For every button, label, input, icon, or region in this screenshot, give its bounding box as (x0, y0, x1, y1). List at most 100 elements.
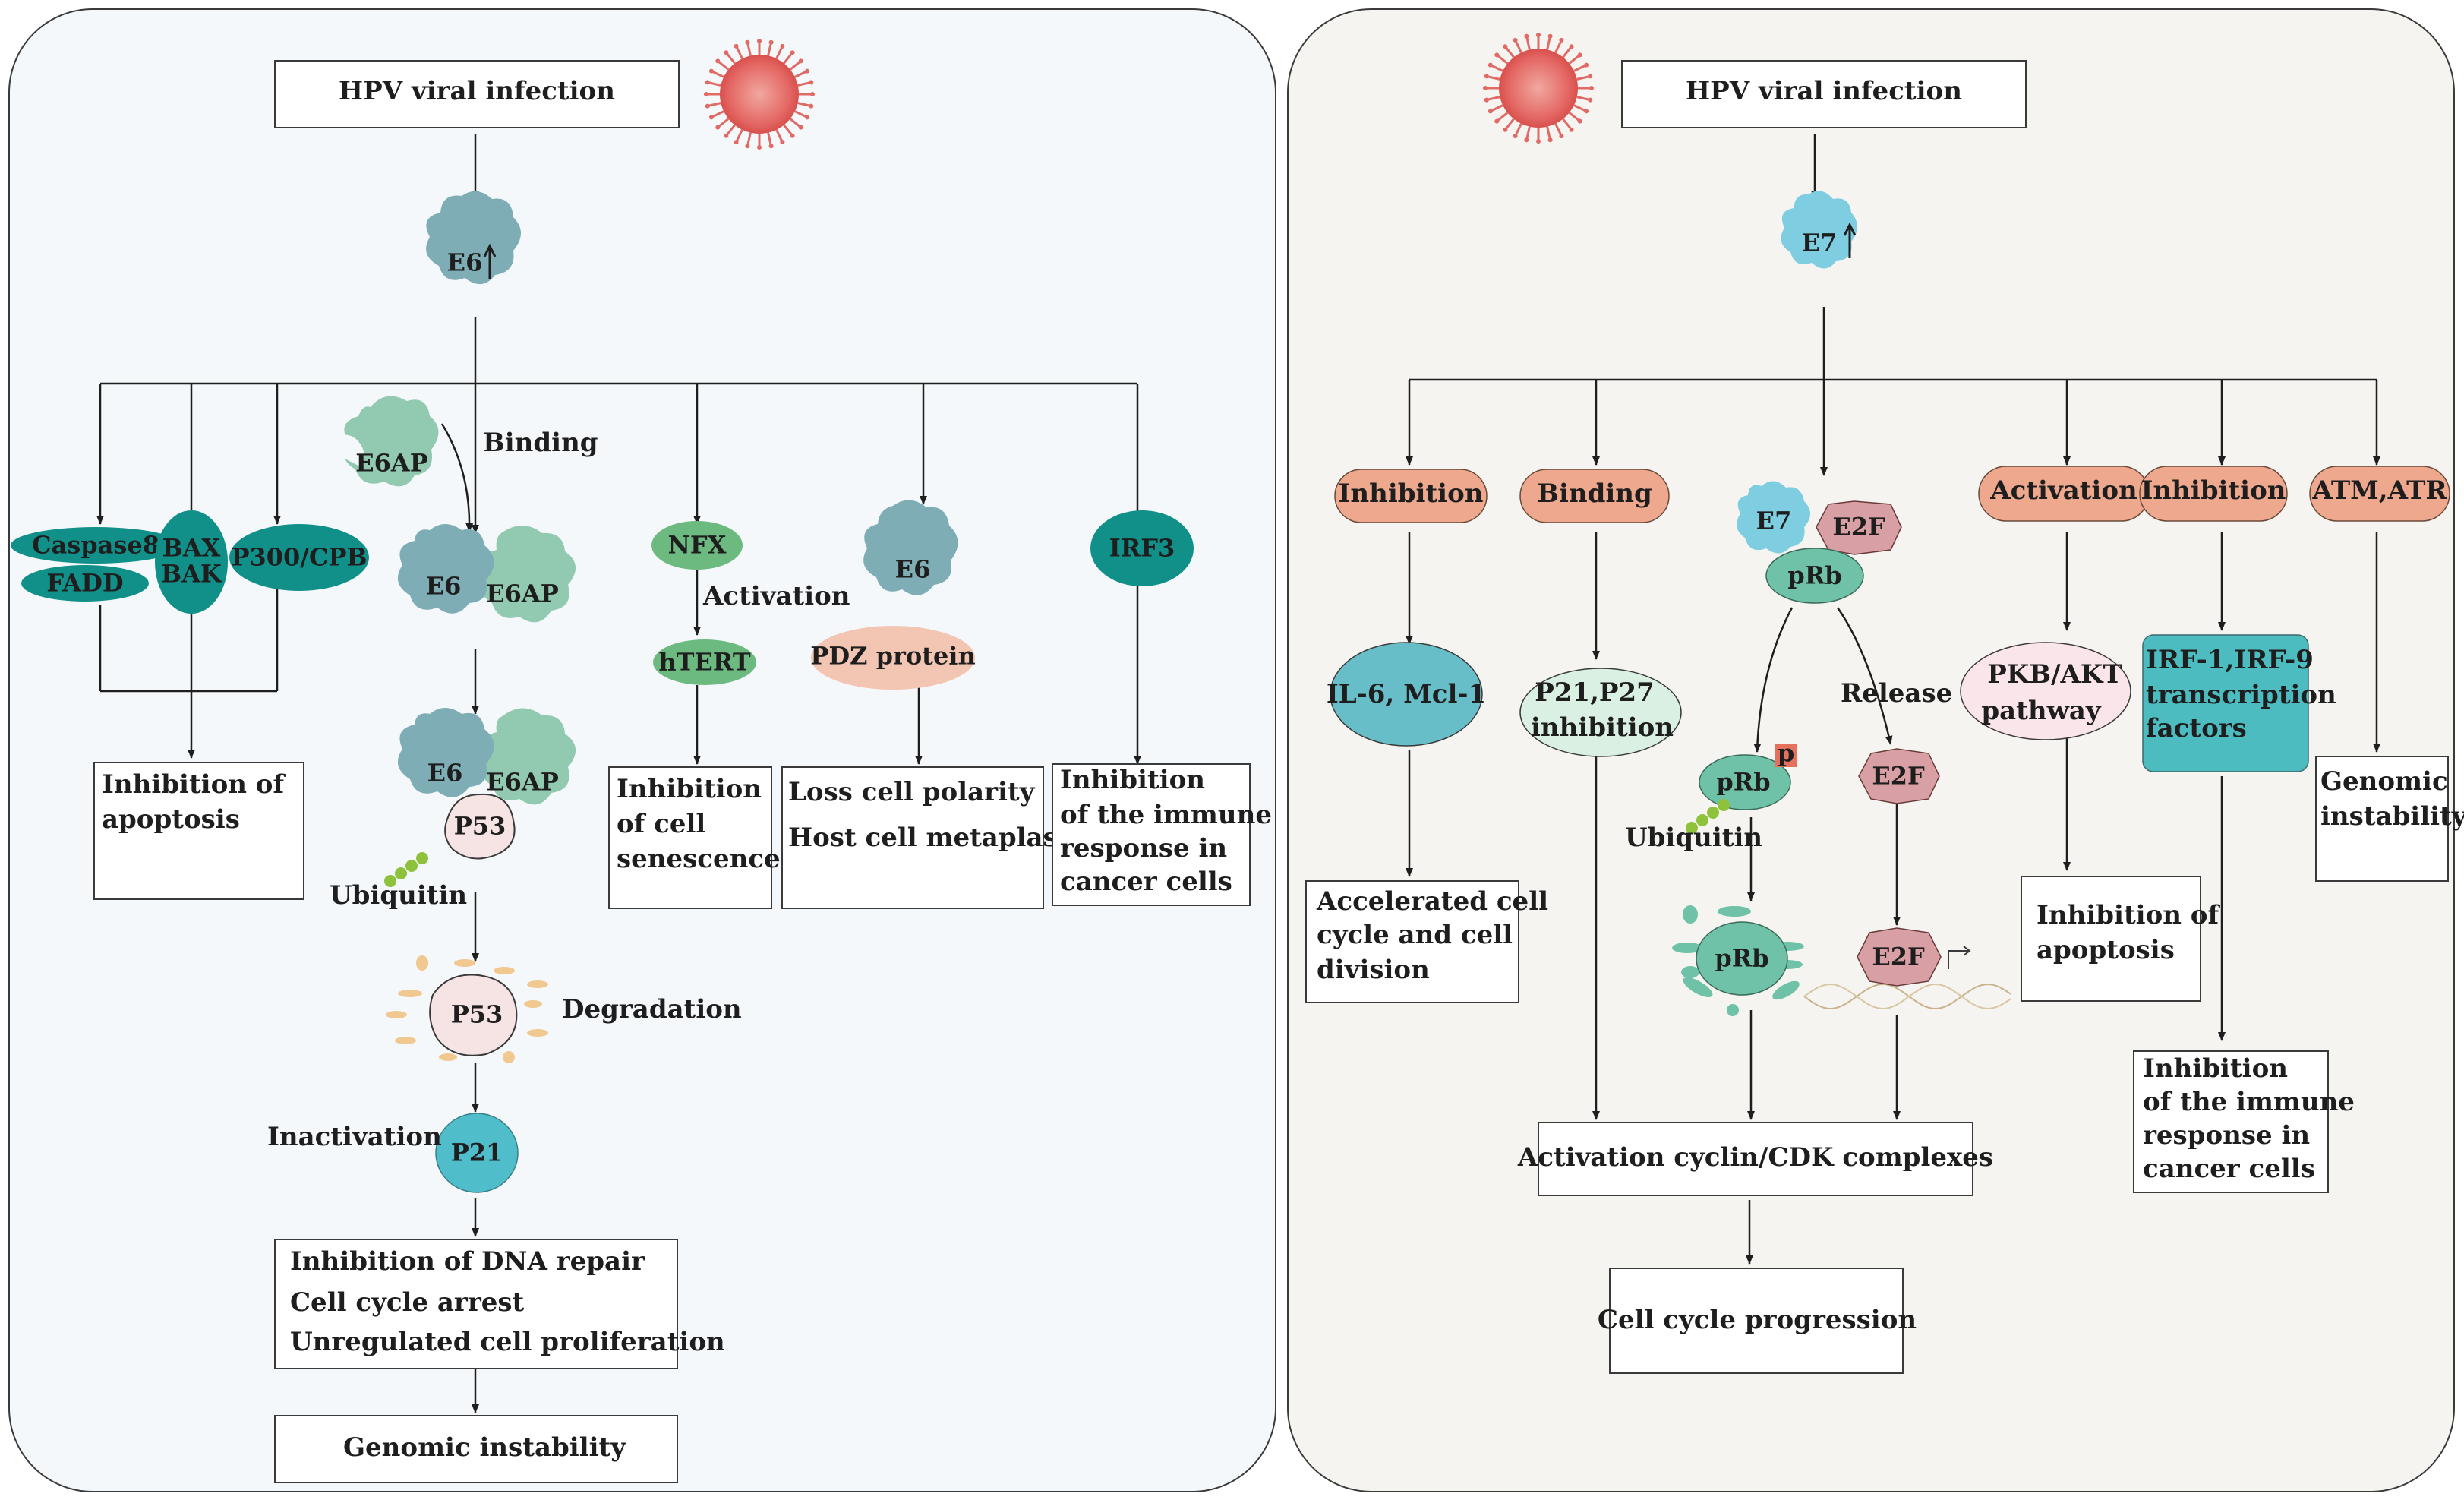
left-apoptosis-line2: apoptosis (102, 804, 240, 835)
virus-spike-tip (1584, 109, 1589, 114)
virus-spike (712, 110, 724, 118)
e6ap-complex-label: E6AP (486, 579, 559, 608)
virus-spike (726, 52, 736, 65)
virus-spike (1488, 75, 1500, 81)
virus-spike-tip (805, 68, 810, 74)
p53-degraded-node (429, 974, 518, 1056)
accelerated-box (1305, 880, 1519, 1003)
right-immune-line3: response in (2143, 1120, 2310, 1151)
virus-spike-tip (715, 125, 721, 130)
virus-spike-tip (1503, 127, 1508, 132)
complex-e2f-node (1816, 500, 1902, 555)
virus-spike-tip (1536, 33, 1541, 37)
left-virus-icon (704, 39, 815, 150)
p53-bound-node (444, 793, 516, 860)
virus-spike-tip (1569, 44, 1574, 49)
virus-spike-tip (1569, 127, 1574, 132)
virus-spike-tip (1536, 139, 1541, 144)
complex-e7-icon (1737, 481, 1810, 554)
virus-spike-tip (1524, 33, 1529, 39)
virus-spike (783, 52, 793, 65)
right-infection-label: HPV viral infection (1686, 76, 1962, 106)
irf-line1: IRF-1,IRF-9 (2146, 645, 2314, 675)
virus-spike-tip (724, 50, 729, 55)
virus-spike-tip (1547, 137, 1553, 143)
nfx-label: NFX (668, 531, 727, 560)
virus-spike (1488, 96, 1500, 101)
senescence-line2: of cell (617, 809, 705, 839)
left-infection-label: HPV viral infection (339, 76, 615, 106)
transcription-start-icon (1948, 946, 1971, 969)
senescence-line3: senescence (617, 844, 781, 874)
released-e2f-node (1858, 748, 1940, 804)
p21p27-line2: inhibition (1531, 712, 1674, 743)
virus-spike (1562, 118, 1572, 130)
virus-spike (718, 118, 730, 128)
virus-spike-tip (724, 133, 729, 138)
cdk-box (1538, 1122, 1973, 1196)
virus-spike-tip (805, 115, 810, 120)
virus-spike-tip (734, 43, 739, 49)
virus-spike-tip (1484, 74, 1489, 79)
pkb-line1: PKB/AKT (1987, 659, 2122, 690)
virus-spike-tip (810, 92, 815, 96)
cdk-label: Activation cyclin/CDK complexes (1517, 1142, 1993, 1173)
right-immune-box (2133, 1050, 2329, 1193)
virus-spike-tip (780, 43, 785, 49)
atm-label: ATM,ATR (2311, 475, 2447, 506)
pkb-node (1960, 642, 2131, 740)
virus-spike-tip (1513, 134, 1518, 139)
e6-complex-icon (397, 524, 494, 614)
virus-spike-tip (1588, 74, 1593, 79)
complex-e7-label: E7 (1756, 507, 1792, 535)
virus-spike-tip (1589, 86, 1594, 90)
virus-spike (1515, 123, 1522, 135)
right-connectors (1406, 134, 2380, 1265)
e7-protein-icon (1781, 191, 1857, 269)
left-connectors (96, 134, 1141, 1413)
htert-node (653, 639, 756, 685)
right-genomic-line1: Genomic (2320, 766, 2448, 797)
left-genomic-label: Genomic instability (343, 1432, 626, 1463)
accelerated-line2: cycle and cell (1317, 920, 1513, 950)
phospho-badge (1775, 744, 1797, 767)
dna-helix-icon (1803, 983, 2011, 1010)
left-ubiquitin-label: Ubiquitin (330, 880, 467, 911)
outcome-cell-cycle-arrest: Cell cycle arrest (290, 1287, 525, 1318)
e6-complex2-label: E6 (427, 759, 463, 788)
right-immune-line4: cancer cells (2143, 1154, 2315, 1184)
caspase8-label: Caspase8 (32, 531, 159, 560)
upregulation-arrow-icon (483, 243, 497, 279)
senescence-line1: Inhibition (617, 774, 762, 804)
virus-spike-tip (1503, 44, 1508, 49)
pkb-line2: pathway (1981, 696, 2102, 726)
virus-spike-tip (705, 103, 710, 109)
virus-spike-tip (809, 103, 814, 109)
virus-spike-tip (1547, 33, 1553, 39)
released-e2f-label: E2F (1872, 762, 1925, 791)
right-activation-label: Activation (1989, 475, 2137, 506)
virus-spike-tip (708, 68, 714, 74)
complex-e2f-label: E2F (1832, 513, 1885, 542)
senescence-box (608, 766, 772, 909)
inhibition2-label: Inhibition (2141, 475, 2286, 506)
virus-spike (1525, 37, 1531, 50)
virus-spike-tip (745, 144, 750, 149)
virus-spike (789, 118, 801, 128)
right-apoptosis-line2: apoptosis (2037, 935, 2175, 965)
bound-e2f-node (1857, 927, 1942, 987)
left-apoptosis-line1: Inhibition of (102, 769, 286, 800)
e6ap-top-label: E6AP (355, 449, 428, 478)
right-infection-box (1621, 60, 2027, 128)
p-prb-node (1699, 754, 1791, 810)
virus-spike-tip (1524, 137, 1529, 143)
e7-upregulation-arrow-icon (1843, 222, 1857, 258)
p21p27-line1: P21,P27 (1535, 677, 1655, 708)
binding-pill (1519, 469, 1670, 523)
binding-label: Binding (483, 428, 598, 458)
virus-spike (1497, 112, 1509, 122)
virus-spike-tip (768, 39, 774, 45)
complex-prb-node (1765, 548, 1864, 604)
